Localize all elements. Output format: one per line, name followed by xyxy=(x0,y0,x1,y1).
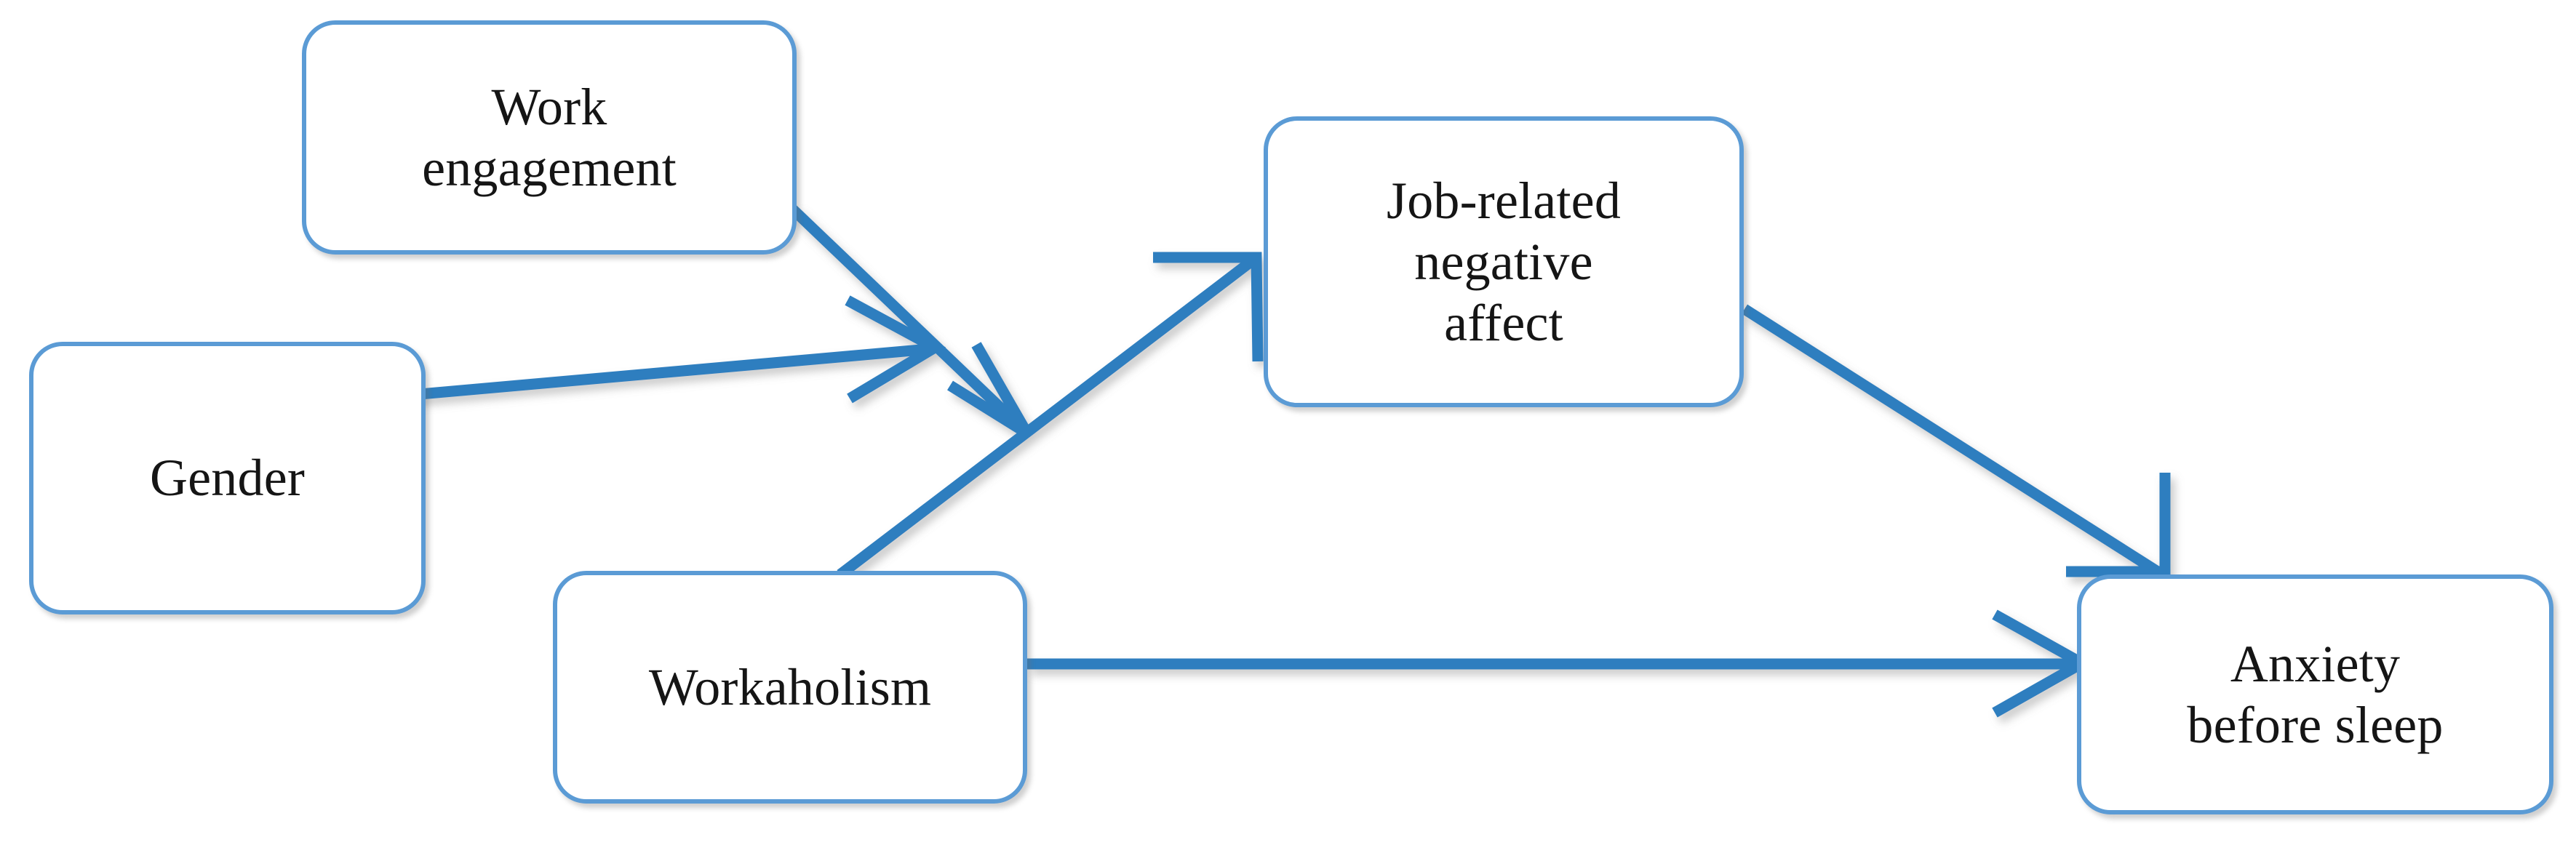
edge-job-affect-to-anxiety xyxy=(1741,304,2171,580)
node-job-related-negative-affect[interactable]: Job-related negative affect xyxy=(1264,116,1744,407)
edge-workaholism-to-anxiety xyxy=(1027,609,2094,718)
edge-workaholism-to-job-affect xyxy=(837,252,1264,579)
node-work-engagement-label: Work engagement xyxy=(422,77,677,197)
node-anxiety-before-sleep-label: Anxiety before sleep xyxy=(2187,634,2444,754)
node-anxiety-before-sleep[interactable]: Anxiety before sleep xyxy=(2077,574,2553,814)
node-job-related-negative-affect-label: Job-related negative affect xyxy=(1386,171,1622,353)
node-workaholism-label: Workaholism xyxy=(648,657,932,716)
edge-gender-to-path xyxy=(411,295,946,404)
node-workaholism[interactable]: Workaholism xyxy=(553,571,1027,804)
edge-work-engagement-to-path xyxy=(789,205,1032,438)
node-work-engagement[interactable]: Work engagement xyxy=(302,20,797,255)
node-gender[interactable]: Gender xyxy=(29,342,426,614)
node-gender-label: Gender xyxy=(149,449,306,508)
